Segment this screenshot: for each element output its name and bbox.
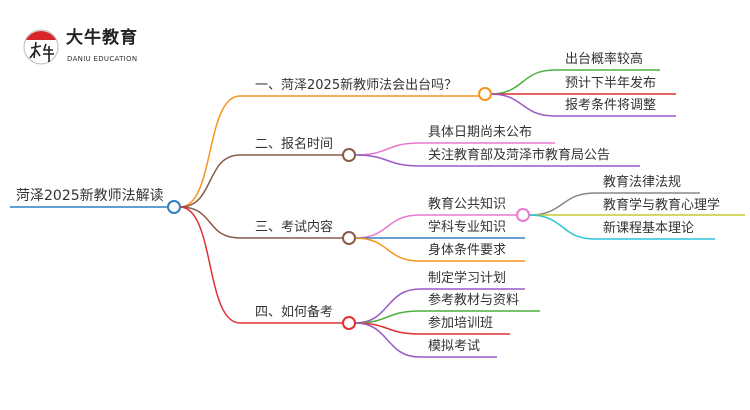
- connector-line: [354, 288, 525, 324]
- branch-4-toggle: [342, 316, 356, 330]
- leaf-node[interactable]: 具体日期尚未公布: [428, 125, 533, 140]
- branch-4-node[interactable]: 四、如何备考: [255, 305, 334, 320]
- connector-line: [489, 69, 660, 95]
- subbranch-toggle: [516, 208, 530, 222]
- logo: 大牛教育 DANIU EDUCATION: [22, 26, 172, 72]
- branch-2-toggle: [342, 148, 356, 162]
- branch-1-line: [179, 95, 480, 208]
- connector-line: [354, 322, 497, 358]
- leaf-node[interactable]: 教育学与教育心理学: [603, 198, 721, 213]
- leaf-node[interactable]: 报考条件将调整: [565, 98, 657, 113]
- subbranch-node[interactable]: 教育公共知识: [428, 197, 507, 212]
- leaf-node[interactable]: 制定学习计划: [428, 271, 507, 286]
- branch-3-line: [179, 206, 343, 239]
- connector-line: [354, 237, 525, 262]
- leaf-node[interactable]: 模拟考试: [428, 339, 481, 354]
- connector-line: [354, 154, 640, 167]
- leaf-node[interactable]: 预计下半年发布: [565, 76, 657, 91]
- leaf-node[interactable]: 参加培训班: [428, 316, 494, 331]
- root-node-toggle: [167, 200, 181, 214]
- leaf-node[interactable]: 身体条件要求: [428, 243, 507, 258]
- branch-3-node[interactable]: 三、考试内容: [255, 220, 334, 235]
- connector-line: [528, 214, 715, 240]
- connector-line: [354, 322, 510, 335]
- logo-title: 大牛教育: [66, 28, 138, 48]
- leaf-node[interactable]: 教育法律法规: [603, 175, 682, 190]
- root-node[interactable]: 菏泽2025新教师法解读: [16, 188, 164, 204]
- branch-2-node[interactable]: 二、报名时间: [255, 137, 334, 152]
- branch-1-toggle: [478, 87, 492, 101]
- leaf-node[interactable]: 新课程基本理论: [603, 221, 695, 236]
- branch-1-node[interactable]: 一、菏泽2025新教师法会出台吗？: [255, 78, 458, 93]
- connector-line: [354, 310, 540, 324]
- branch-3-toggle: [342, 231, 356, 245]
- logo-mark-icon: [23, 29, 59, 65]
- logo-subtitle: DANIU EDUCATION: [67, 55, 138, 63]
- connector-line: [489, 93, 676, 117]
- leaf-node[interactable]: 学科专业知识: [428, 220, 507, 235]
- connector-line: [528, 192, 700, 216]
- connector-line: [354, 214, 517, 239]
- leaf-node[interactable]: 参考教材与资料: [428, 293, 520, 308]
- connector-line: [354, 142, 555, 156]
- branch-4-line: [179, 206, 343, 324]
- leaf-node[interactable]: 出台概率较高: [565, 52, 644, 67]
- leaf-node[interactable]: 关注教育部及菏泽市教育局公告: [428, 148, 611, 163]
- branch-2-line: [179, 154, 343, 208]
